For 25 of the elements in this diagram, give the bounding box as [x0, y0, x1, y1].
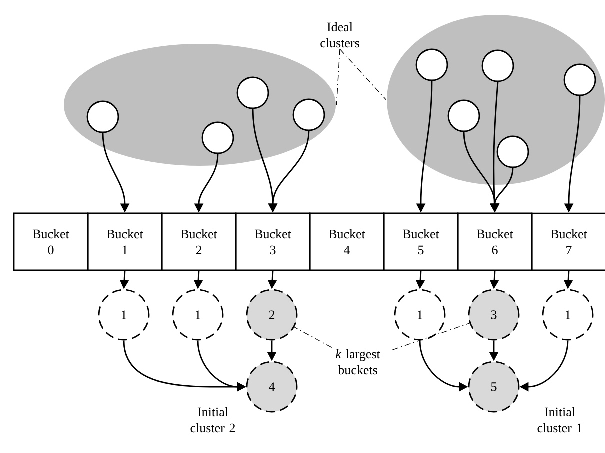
bucket-box: Bucket 4: [309, 212, 385, 272]
leader-line: [336, 48, 340, 106]
point-circle: [416, 48, 448, 82]
leader-line: [392, 323, 470, 350]
leader-line: [294, 326, 332, 348]
annotation-text: Ideal clusters: [320, 22, 360, 48]
bucket-box: Bucket 3: [235, 212, 311, 272]
bucket-box: Bucket 2: [161, 212, 237, 272]
bucket-box: Bucket 0: [13, 212, 89, 272]
cluster-caption: Initial cluster 2: [190, 407, 236, 433]
bucket-box: Bucket 5: [383, 212, 459, 272]
point-circle: [292, 98, 326, 132]
annotation-text: k largest buckets: [336, 349, 380, 375]
leader-line: [340, 48, 387, 100]
bucket-box: Bucket 1: [87, 212, 163, 272]
bucket-box: Bucket 6: [457, 212, 533, 272]
cluster-caption: Initial cluster 1: [538, 407, 582, 433]
point-circle: [564, 64, 596, 96]
point-circle: [496, 136, 530, 168]
point-circle: [482, 50, 514, 82]
point-circle: [86, 100, 120, 134]
point-circle: [448, 100, 480, 132]
bucket-box: Bucket 7: [531, 212, 605, 272]
point-circle: [236, 76, 270, 110]
point-circle: [202, 122, 234, 154]
